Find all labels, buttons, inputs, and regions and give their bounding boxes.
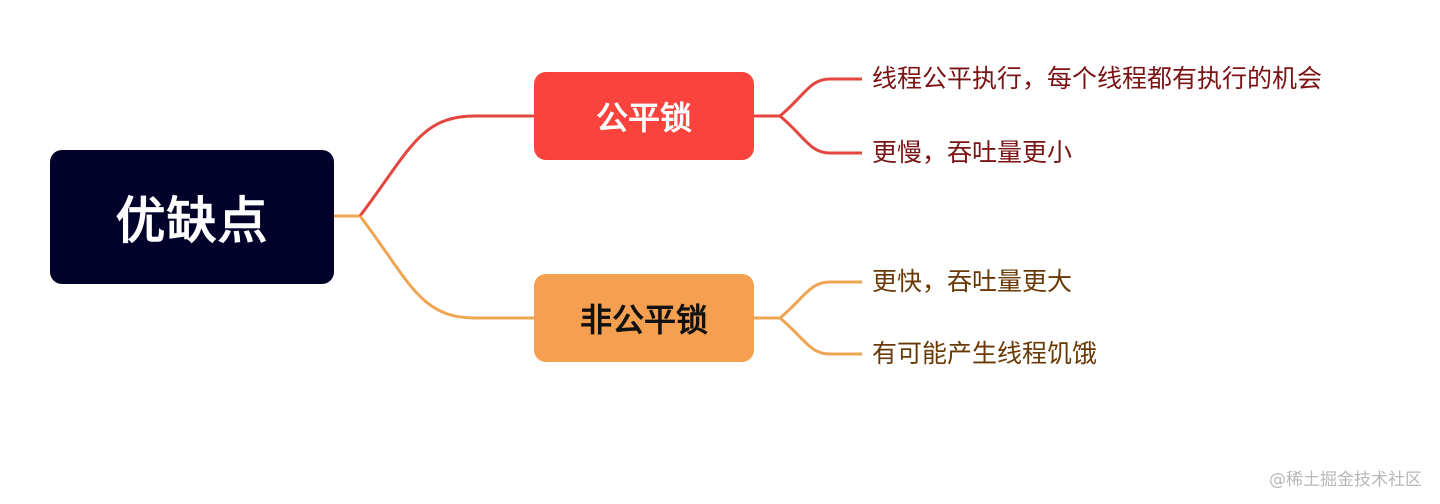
branch-node-unfair-lock[interactable]: 非公平锁 [534,274,754,362]
link-fair-leaf2 [779,114,862,155]
watermark: @稀土掘金技术社区 [1269,470,1422,490]
root-label: 优缺点 [115,192,269,250]
link-root-unfair [358,215,534,320]
leaf-fair-2[interactable]: 更慢，吞吐量更小 [872,138,1073,167]
link-root-fair [358,114,534,217]
link-unfair-leaf1 [754,280,862,320]
leaf-fair-1[interactable]: 线程公平执行，每个线程都有执行的机会 [872,64,1323,93]
leaf-unfair-2[interactable]: 有可能产生线程饥饿 [872,339,1098,368]
branch-node-fair-lock[interactable]: 公平锁 [534,72,754,160]
leaf-unfair-1[interactable]: 更快，吞吐量更大 [872,267,1073,296]
link-fair-leaf1 [754,77,862,118]
root-node[interactable]: 优缺点 [50,150,334,284]
link-unfair-leaf2 [779,316,862,356]
branch-label-unfair-lock: 非公平锁 [579,301,708,339]
branch-label-fair-lock: 公平锁 [595,99,692,137]
